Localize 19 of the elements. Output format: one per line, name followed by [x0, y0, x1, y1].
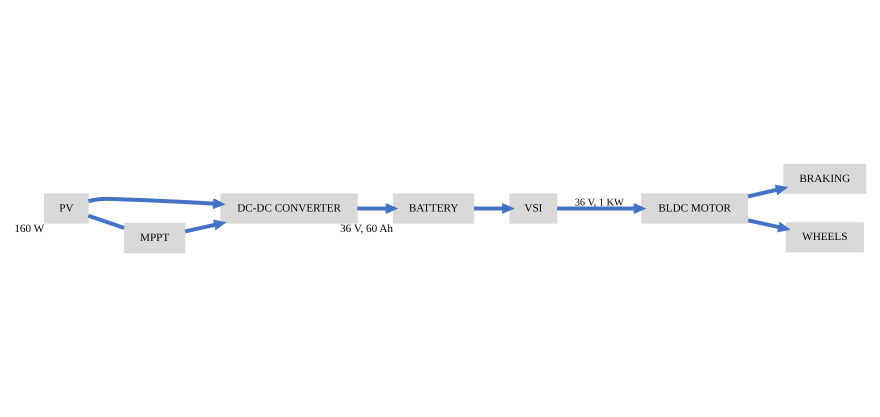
node-box: BATTERY: [392, 193, 474, 224]
node-box: PV: [44, 193, 89, 224]
arrow: [748, 184, 788, 198]
node-box: VSI: [509, 193, 558, 224]
connector: [88, 214, 125, 230]
edge-label: 36 V, 1 KW: [574, 198, 624, 209]
node-box: BRAKING: [783, 164, 866, 194]
arrow: [357, 203, 398, 214]
arrow: [748, 218, 791, 232]
node-label: 36 V, 60 Ah: [340, 223, 394, 236]
arrow: [184, 220, 227, 234]
node-box: BLDC MOTOR: [641, 193, 748, 224]
arrow: [474, 203, 515, 214]
node-box: WHEELS: [786, 222, 864, 252]
node-box: MPPT: [124, 222, 186, 254]
arrow: [88, 196, 226, 210]
arrow: [557, 203, 646, 214]
node-box: DC-DC CONVERTER: [220, 193, 358, 224]
node-label: 160 W: [14, 223, 44, 236]
